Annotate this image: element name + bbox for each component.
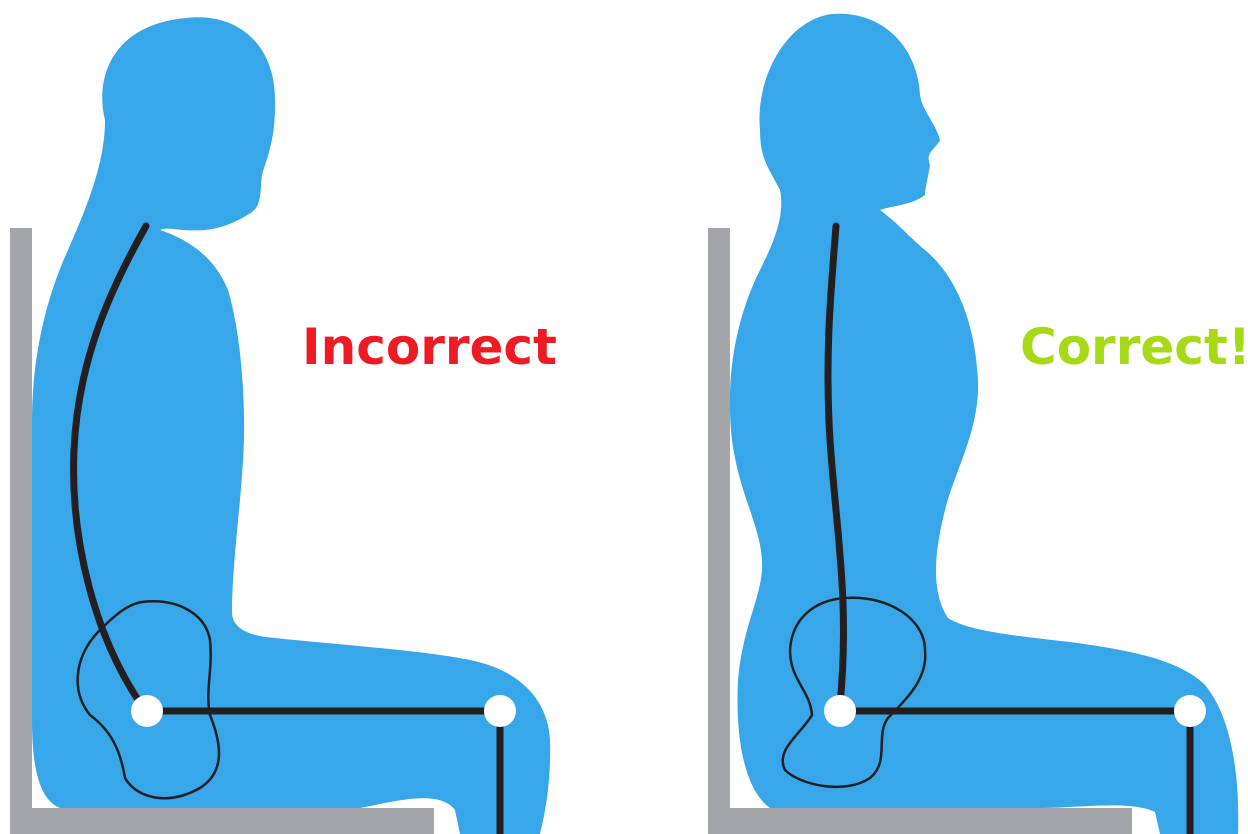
correct-posture-figure (708, 14, 1238, 834)
correct-label: Correct! (1020, 322, 1248, 372)
knee-joint (484, 695, 516, 727)
chair-seat (10, 808, 434, 834)
hip-joint (131, 695, 163, 727)
chair-seat (708, 808, 1132, 834)
knee-joint (1174, 695, 1206, 727)
hip-joint (824, 695, 856, 727)
chair-backrest (708, 228, 730, 834)
incorrect-posture-figure (10, 17, 550, 834)
chair-backrest (10, 228, 32, 834)
incorrect-label: Incorrect (302, 322, 557, 372)
